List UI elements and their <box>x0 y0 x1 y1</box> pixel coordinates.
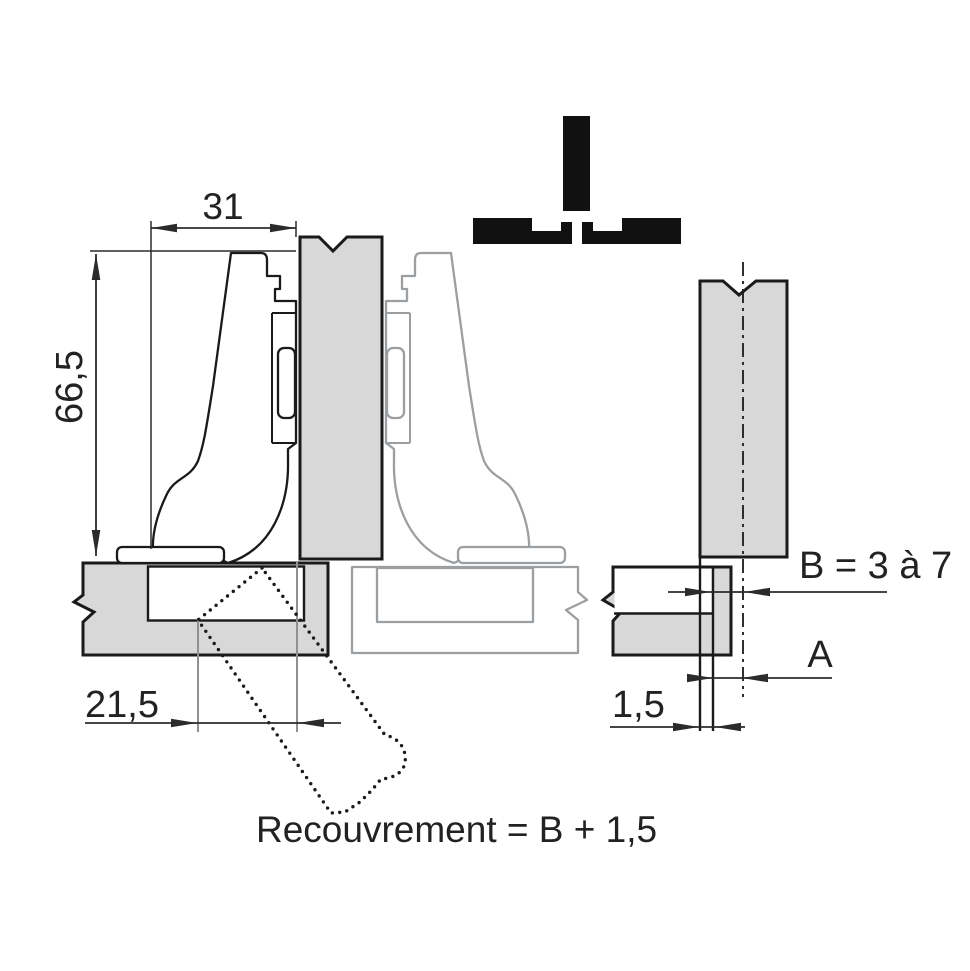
twin-application-icon <box>473 116 681 244</box>
ghost-cup-cutout <box>375 566 535 624</box>
main-hinge <box>115 251 298 565</box>
left-section-view <box>71 235 589 815</box>
drill-bit-dotted-outline <box>195 565 407 815</box>
dim-a-label: A <box>807 634 833 676</box>
dimension-b: B = 3 à 7 <box>668 545 952 597</box>
ghost-hinge-flange <box>456 545 567 565</box>
hinge-cup-flange <box>115 545 226 565</box>
icon-right-door-bar <box>582 218 681 244</box>
dimension-1-5: 1,5 <box>610 684 745 732</box>
dimension-21-5: 21,5 <box>85 684 341 728</box>
cup-drilling-cutout <box>146 565 306 622</box>
arrowhead-right-pointing <box>673 722 699 732</box>
dim-b-label: B = 3 à 7 <box>799 545 952 587</box>
dim-66-5-label: 66,5 <box>49 350 91 424</box>
dim-21-5-label: 21,5 <box>85 684 159 726</box>
arrowhead-up <box>91 254 101 280</box>
arrowhead-right <box>270 223 296 233</box>
arrowhead-right-pointing <box>685 587 711 597</box>
dim-1-5-label: 1,5 <box>612 684 665 726</box>
arrowhead-left-pointing <box>742 673 768 683</box>
overlay-formula-label: Recouvrement = B + 1,5 <box>256 809 657 850</box>
ghost-hinge <box>384 251 567 565</box>
dimension-31: 31 <box>150 186 297 549</box>
dimensions: 31 66,5 21,5 1,5 B = <box>49 186 952 850</box>
hinge-arm <box>151 251 298 565</box>
dimension-a: A <box>687 634 833 683</box>
door-panel <box>298 235 384 561</box>
plate-boss <box>276 346 297 420</box>
arrowhead-left-pointing <box>298 718 324 728</box>
arrowhead-left-pointing <box>744 587 770 597</box>
dim-31-label: 31 <box>202 186 243 227</box>
extension-line-31 <box>150 221 297 549</box>
dimension-66-5: 66,5 <box>49 250 296 556</box>
icon-left-door-bar <box>473 218 572 244</box>
ghost-plate-boss <box>385 346 406 420</box>
icon-partition-bar <box>563 116 590 211</box>
arrowhead-left-pointing <box>715 722 741 732</box>
right-detail-view <box>600 262 789 731</box>
arrowhead-right-pointing <box>687 673 713 683</box>
arrowhead-down <box>91 530 101 556</box>
arrowhead-left <box>151 223 177 233</box>
arrowhead-right-pointing <box>171 718 197 728</box>
ghost-hinge-arm <box>384 251 531 565</box>
